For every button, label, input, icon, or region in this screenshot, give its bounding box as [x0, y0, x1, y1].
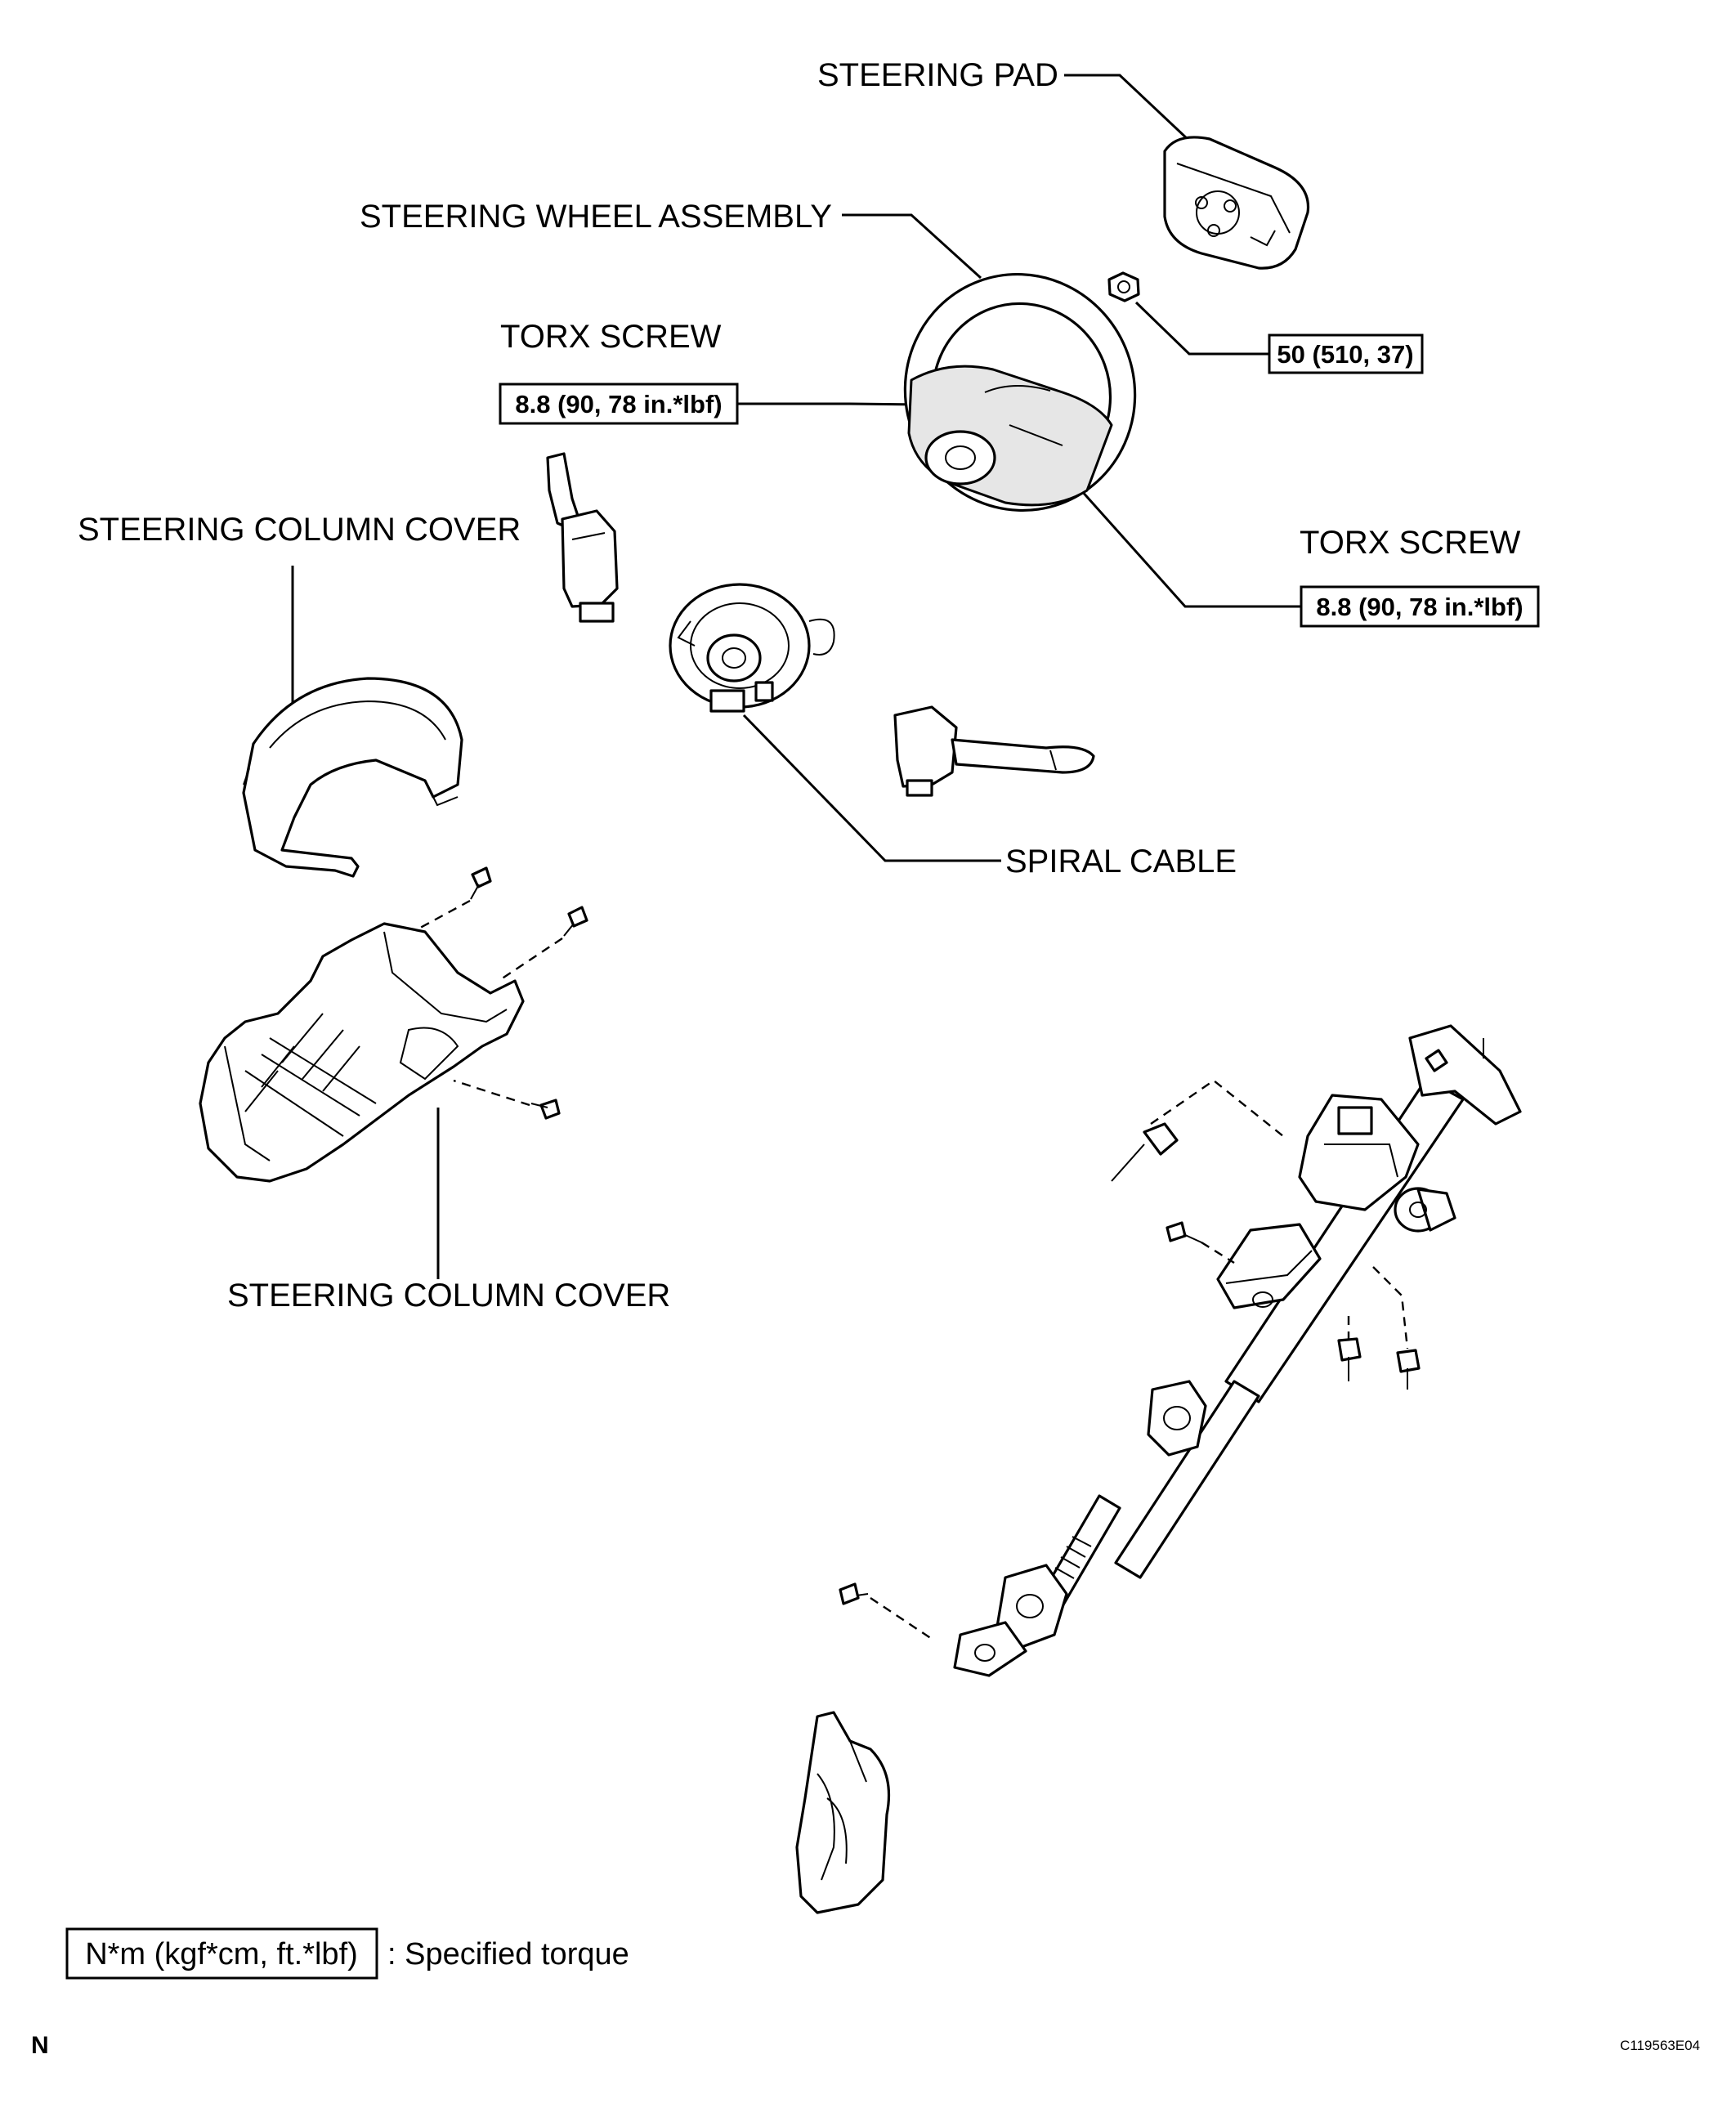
column-hole-cover-illustration [795, 1711, 890, 1914]
legend-description: : Specified torque [387, 1937, 629, 1971]
steering-column-cover-lower-illustration [199, 922, 525, 1183]
torque-torx-right-value: 8.8 (90, 78 in.*lbf) [1316, 593, 1523, 621]
cover-screw-dashed-guides [412, 899, 563, 1107]
legend-torque-box [65, 1927, 378, 1980]
torque-box-nut: 50 (510, 37) [1268, 333, 1424, 374]
bolt-icon [1337, 1337, 1362, 1381]
steering-wheel-illustration [903, 272, 1137, 512]
label-steering-column-cover-upper: STEERING COLUMN COVER [78, 512, 521, 548]
corner-mark: N [31, 2032, 49, 2059]
label-steering-wheel-assembly: STEERING WHEEL ASSEMBLY [360, 199, 832, 235]
column-dashed-guides [870, 1079, 1409, 1640]
figure-id: C119563E04 [1620, 2038, 1700, 2053]
steering-column-assembly-illustration [953, 1024, 1522, 1677]
wiper-switch-illustration [893, 705, 1095, 797]
spiral-cable-illustration [669, 583, 835, 713]
bolt-icon [1166, 1221, 1202, 1243]
screw-icon [470, 866, 492, 900]
torque-box-torx-left: 8.8 (90, 78 in.*lbf) [499, 383, 739, 425]
nut-icon [1107, 271, 1140, 302]
label-steering-column-cover-lower: STEERING COLUMN COVER [227, 1278, 670, 1314]
legend: N*m (kgf*cm, ft.*lbf) : Specified torque [65, 1927, 629, 1980]
label-steering-pad: STEERING PAD [817, 57, 1058, 93]
turn-signal-switch-illustration [546, 452, 619, 623]
torque-nut-value: 50 (510, 37) [1277, 340, 1413, 369]
screw-icon [563, 906, 588, 937]
bolt-icon [1396, 1349, 1421, 1390]
torque-box-torx-right: 8.8 (90, 78 in.*lbf) [1300, 585, 1540, 628]
label-spiral-cable: SPIRAL CABLE [1005, 844, 1237, 879]
wire-connector-illustration [1111, 1122, 1179, 1182]
legend-box-text: N*m (kgf*cm, ft.*lbf) [85, 1937, 358, 1971]
torque-torx-left-value: 8.8 (90, 78 in.*lbf) [515, 390, 722, 418]
label-torx-screw-left: TORX SCREW [500, 319, 722, 355]
steering-column-cover-upper-illustration [242, 677, 463, 878]
cover-screw-icons [470, 866, 588, 1120]
bolt-icon [839, 1582, 869, 1605]
steering-pad-illustration [1163, 136, 1310, 270]
column-bolt-icons [839, 1221, 1421, 1605]
label-torx-screw-right: TORX SCREW [1300, 525, 1521, 561]
screw-icon [530, 1099, 561, 1120]
leader-lines [291, 74, 1301, 1279]
